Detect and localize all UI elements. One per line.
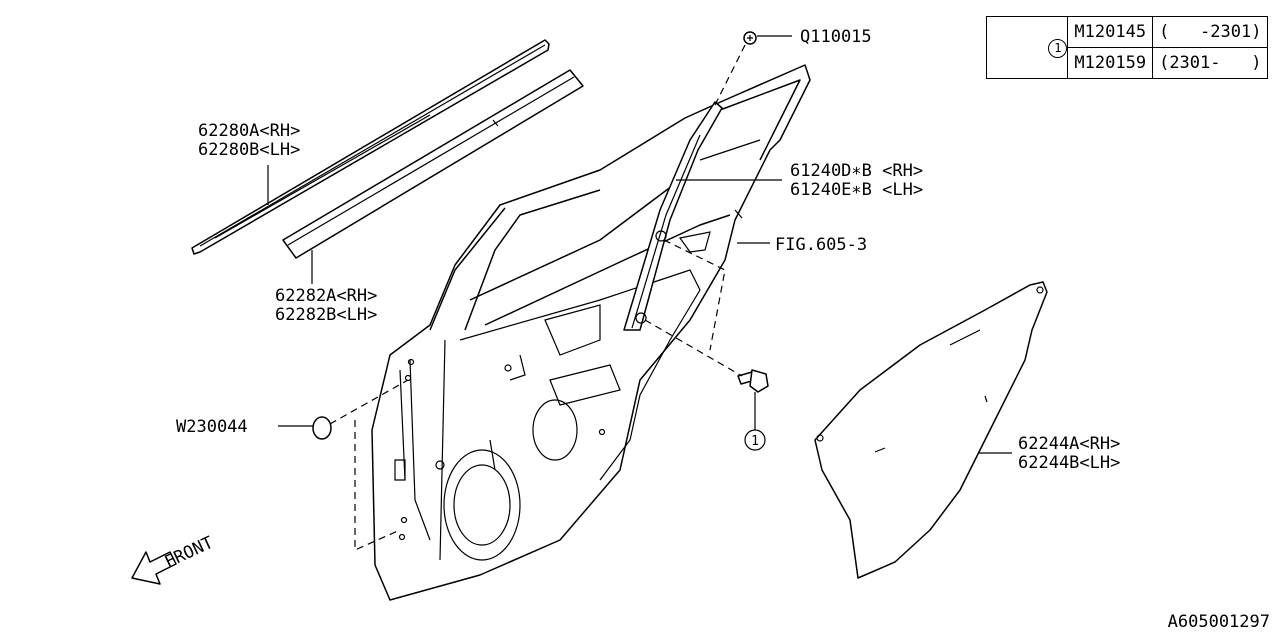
clip-part bbox=[743, 31, 757, 45]
legend-date-range: ( -2301) bbox=[1152, 16, 1269, 48]
front-direction-indicator: FRONT bbox=[131, 533, 217, 585]
label-62244-rh: 62244A<RH> bbox=[1018, 434, 1120, 454]
assembly-dashed-lines bbox=[329, 44, 746, 551]
bolt-callout-number: 1 bbox=[751, 434, 759, 449]
door-glass bbox=[814, 281, 1048, 579]
legend-callout-number: 1 bbox=[1048, 39, 1068, 58]
legend-row: 1 M120145 ( -2301) bbox=[985, 16, 1269, 79]
window-molding-lower bbox=[282, 69, 584, 259]
door-sash bbox=[623, 101, 723, 331]
label-q110015: Q110015 bbox=[800, 27, 872, 47]
label-62244-lh: 62244B<LH> bbox=[1018, 453, 1120, 473]
legend-part-number: M120145 bbox=[1067, 16, 1154, 48]
front-label: FRONT bbox=[162, 533, 217, 573]
bolt-part bbox=[737, 369, 769, 393]
label-w230044: W230044 bbox=[176, 417, 248, 437]
legend-table: 1 M120145 ( -2301) M120159 (2301- ) bbox=[985, 16, 1269, 79]
bolt-callout-circle bbox=[744, 429, 766, 451]
document-id: A605001297 bbox=[1167, 612, 1270, 632]
legend-callout-cell: 1 bbox=[985, 16, 1069, 79]
legend-date-range: (2301- ) bbox=[1152, 47, 1269, 79]
legend-row: M120159 (2301- ) bbox=[987, 47, 1269, 79]
window-molding-upper bbox=[191, 39, 550, 255]
leader-lines bbox=[267, 35, 1012, 454]
plug-part bbox=[312, 416, 332, 440]
door-panel bbox=[371, 64, 811, 601]
label-62280-lh: 62280B<LH> bbox=[198, 140, 300, 160]
label-62282-rh: 62282A<RH> bbox=[275, 286, 377, 306]
label-fig-ref: FIG.605-3 bbox=[775, 235, 867, 255]
legend-part-number: M120159 bbox=[1067, 47, 1154, 79]
label-61240-lh: 61240E∗B <LH> bbox=[790, 180, 923, 200]
label-61240-rh: 61240D∗B <RH> bbox=[790, 161, 923, 181]
label-62280-rh: 62280A<RH> bbox=[198, 121, 300, 141]
label-62282-lh: 62282B<LH> bbox=[275, 305, 377, 325]
